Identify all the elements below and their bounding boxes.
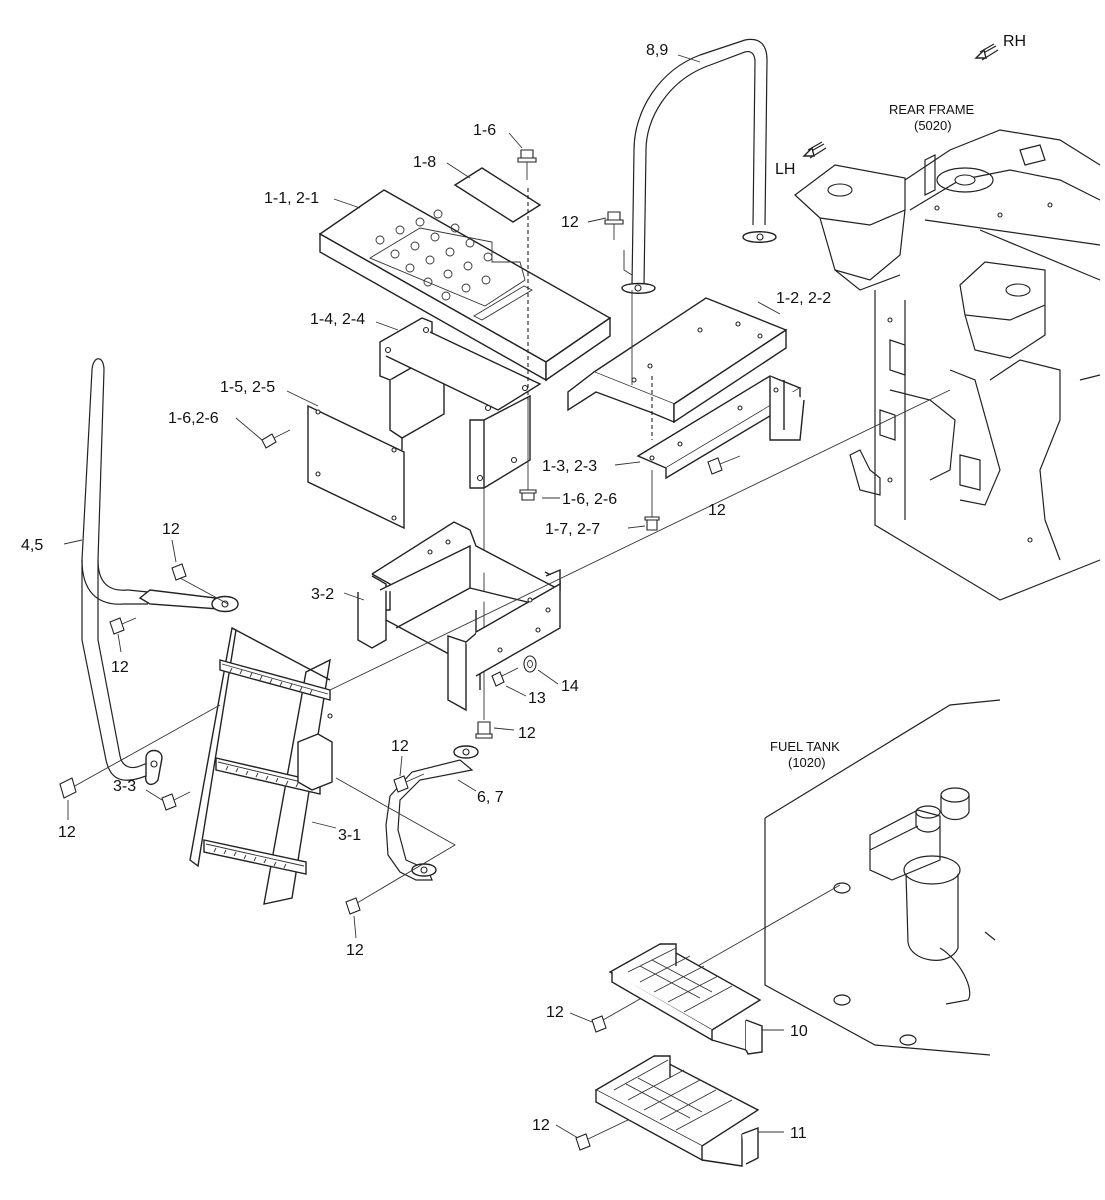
fuel-tank (764, 699, 1001, 1056)
label-fuel-tank-code: (1020) (788, 755, 826, 770)
handrail-4-5 (81, 358, 239, 786)
label-10: 10 (790, 1023, 808, 1040)
bolt-12-handrail-6-7-bottom (345, 897, 361, 915)
label-12-h: 12 (346, 942, 364, 959)
label-1-6-top: 1-6 (473, 122, 496, 139)
label-12-i: 12 (546, 1004, 564, 1021)
label-6-7: 6, 7 (477, 789, 504, 806)
bolt-12-step-10 (591, 1015, 607, 1033)
bracket-1-3 (636, 375, 805, 480)
step-plate-1-1 (318, 189, 612, 382)
label-3-3: 3-3 (113, 778, 136, 795)
label-rear-frame: REAR FRAME (889, 102, 975, 117)
bolt-1-7-2-7 (644, 516, 660, 531)
label-1-1-2-1: 1-1, 2-1 (264, 190, 319, 207)
label-14: 14 (561, 678, 579, 695)
handrail-8-9 (621, 38, 777, 294)
step-plate-1-2 (567, 297, 788, 424)
step-11 (594, 1055, 760, 1167)
bracket-1-4 (379, 317, 542, 489)
label-13: 13 (528, 690, 546, 707)
lh-arrow-icon (802, 141, 827, 159)
label-3-2: 3-2 (311, 586, 334, 603)
label-12-b: 12 (708, 502, 726, 519)
label-fuel-tank: FUEL TANK (770, 739, 840, 754)
bolt-1-6-top (517, 149, 537, 180)
step-10 (608, 943, 763, 1055)
bolt-13 (491, 667, 519, 687)
label-12-g: 12 (391, 738, 409, 755)
label-1-4-2-4: 1-4, 2-4 (310, 311, 365, 328)
label-12-j: 12 (532, 1117, 550, 1134)
bolt-1-6-2-6-left (261, 429, 291, 449)
label-12-f: 12 (58, 824, 76, 841)
leader-lines (63, 54, 784, 1139)
rear-frame (794, 129, 1101, 601)
rh-arrow-icon (974, 43, 999, 61)
label-4-5: 4,5 (21, 537, 43, 554)
bolt-12-handrail (604, 211, 624, 240)
label-1-6-2-6-mid: 1-6, 2-6 (562, 491, 617, 508)
bolt-12-bracket (707, 455, 741, 475)
ladder-3-1 (189, 626, 333, 905)
frame-3-2 (357, 521, 561, 712)
label-1-6-2-6-left: 1-6,2-6 (168, 410, 219, 427)
bolt-1-6-2-6-mid (519, 489, 537, 501)
bolt-12-handrail-upper (171, 563, 187, 581)
label-rear-frame-code: (5020) (914, 118, 952, 133)
bolt-12-frame-bottom (475, 721, 493, 739)
label-12-c: 12 (162, 521, 180, 538)
label-3-1: 3-1 (338, 827, 361, 844)
label-12-a: 12 (561, 214, 579, 231)
handrail-6-7 (385, 745, 479, 881)
label-8-9: 8,9 (646, 42, 668, 59)
label-11: 11 (790, 1125, 807, 1142)
labels: 8,9 RH REAR FRAME (5020) LH 1-6 1-8 1-1,… (21, 33, 1026, 1142)
label-lh: LH (775, 161, 795, 178)
label-rh: RH (1003, 33, 1026, 50)
bolt-12-step-11 (575, 1133, 591, 1151)
label-12-e: 12 (518, 725, 536, 742)
bolt-12-handrail-bottom (59, 777, 77, 799)
bolt-3-3 (161, 791, 191, 811)
label-1-5-2-5: 1-5, 2-5 (220, 379, 275, 396)
panel-1-5 (307, 404, 405, 530)
label-12-d: 12 (111, 659, 129, 676)
label-1-2-2-2: 1-2, 2-2 (776, 290, 831, 307)
cover-plate-1-8 (453, 167, 542, 223)
label-1-3-2-3: 1-3, 2-3 (542, 458, 597, 475)
bolt-12-handrail-lower (109, 617, 137, 635)
label-1-8: 1-8 (413, 154, 436, 171)
bolt-12-handrail-6-7-top (393, 773, 425, 793)
label-1-7-2-7: 1-7, 2-7 (545, 521, 600, 538)
washer-14 (523, 655, 537, 673)
